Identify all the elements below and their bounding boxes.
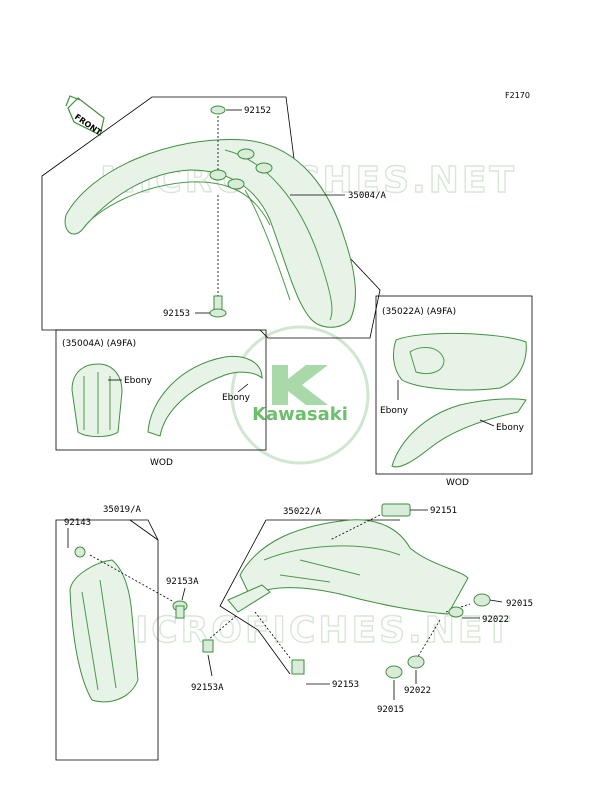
inset-right-header: (35022A) (A9FA) bbox=[382, 307, 456, 317]
callout-92153A-1: 92153A bbox=[166, 577, 199, 587]
front-fender bbox=[64, 139, 356, 328]
inset-left-label-1: Ebony bbox=[124, 376, 153, 386]
leader-92153A-1 bbox=[181, 587, 186, 601]
callout-35022A: 35022/A bbox=[283, 507, 322, 517]
callout-35004A: 35004/A bbox=[348, 191, 387, 201]
callout-92153-2: 92153 bbox=[332, 680, 359, 690]
washer-92152 bbox=[210, 105, 242, 170]
figure-id: F2170 bbox=[505, 91, 530, 100]
callout-92015-2: 92015 bbox=[377, 705, 404, 715]
inset-left: (35004A) (A9FA) Ebony Ebony WOD bbox=[55, 329, 267, 468]
callout-92143: 92143 bbox=[64, 518, 91, 528]
callout-92015-1: 92015 bbox=[506, 599, 533, 609]
callout-35019A: 35019/A bbox=[103, 505, 142, 515]
inset-right-label-1: Ebony bbox=[380, 406, 409, 416]
callout-92152: 92152 bbox=[244, 106, 271, 116]
bolt-92153 bbox=[195, 195, 227, 318]
inset-right: (35022A) (A9FA) Ebony Ebony WOD bbox=[375, 295, 533, 488]
inset-right-footer: WOD bbox=[446, 478, 469, 488]
inset-left-header: (35004A) (A9FA) bbox=[62, 339, 136, 349]
kawasaki-logo: Kawasaki bbox=[230, 325, 370, 465]
callout-92153A-2: 92153A bbox=[191, 683, 224, 693]
callout-92022-1: 92022 bbox=[482, 615, 509, 625]
front-arrow-icon: FRONT bbox=[65, 95, 105, 137]
rear-mudguard-35019 bbox=[55, 519, 188, 761]
watermark-bottom: MICROFICHES.NET bbox=[96, 610, 513, 651]
callout-92022-2: 92022 bbox=[404, 686, 431, 696]
inset-left-footer: WOD bbox=[150, 458, 173, 468]
side-cover-35022: 35022/A bbox=[202, 503, 503, 700]
brand-logo-text: Kawasaki bbox=[252, 404, 348, 425]
inset-right-label-2: Ebony bbox=[496, 423, 525, 433]
inset-left-label-2: Ebony bbox=[222, 393, 251, 403]
callout-92153: 92153 bbox=[163, 309, 190, 319]
callout-92151: 92151 bbox=[430, 506, 457, 516]
